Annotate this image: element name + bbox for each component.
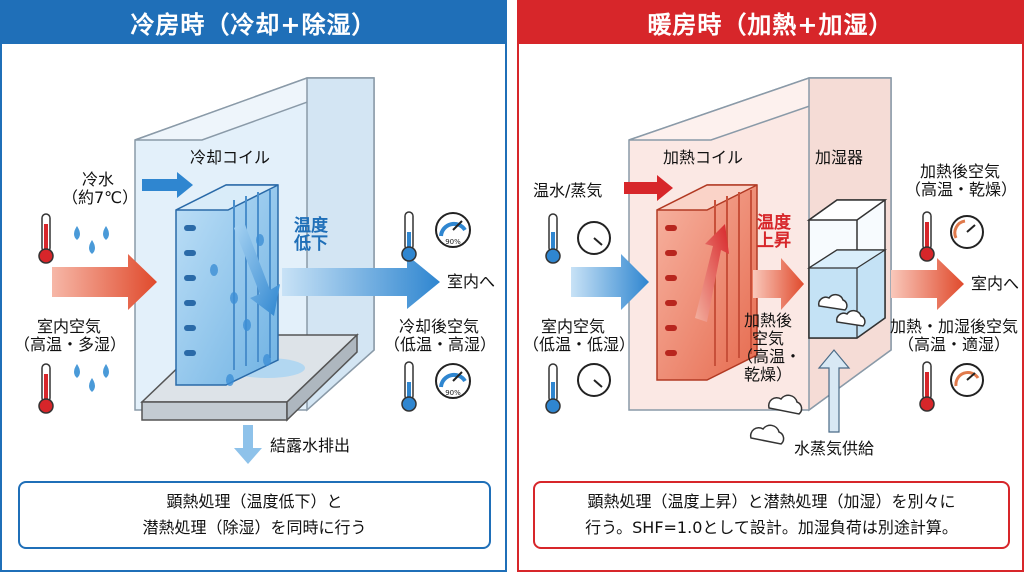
- cold-water-label: 冷水（約7℃）: [62, 170, 139, 207]
- heating-outlet-air-label: 加熱・加湿後空気（高温・適湿）: [889, 317, 1018, 354]
- after-heat-mid-label: 加熱後空気 （高温・乾燥）: [737, 311, 802, 384]
- gauge-value-top: 90%: [445, 238, 461, 246]
- humidity-gauge-icon: 90%: [435, 363, 471, 399]
- cooling-summary-line-2: 潜熱処理（除湿）を同時に行う: [142, 518, 367, 537]
- cooling-panel: 冷房時（冷却+除湿）: [0, 0, 507, 572]
- heating-inlet-arrow: [571, 254, 649, 310]
- thermometer-icon: [919, 361, 935, 412]
- heating-mid-arrow: [753, 258, 804, 310]
- cooling-inlet-arrow: [52, 254, 157, 310]
- cooling-outlet-air-label: 冷却後空気（低温・高湿）: [384, 317, 497, 354]
- heating-panel: 暖房時（加熱+加湿）: [517, 0, 1024, 572]
- cooling-coil: [175, 184, 280, 386]
- gauge-value-bottom: 90%: [445, 389, 461, 397]
- water-drop-icon: [74, 226, 109, 392]
- cooling-diagram: 90% 90%: [38, 77, 471, 464]
- thermometer-icon: [401, 211, 417, 262]
- temp-rise-label: 温度上昇: [757, 213, 791, 251]
- drain-label: 結露水排出: [270, 436, 351, 455]
- humidity-gauge-icon: [950, 363, 984, 397]
- thermometer-icon: [38, 213, 54, 264]
- steam-cloud-icon: [749, 294, 866, 445]
- thermometer-icon: [919, 211, 935, 262]
- cooling-inlet-air-label: 室内空気（高温・多湿）: [14, 317, 127, 354]
- heating-title: 暖房時（加熱+加湿）: [519, 0, 1022, 44]
- cooling-to-room-label: 室内へ: [447, 272, 496, 291]
- humidity-gauge-icon: [577, 363, 611, 397]
- heating-inlet-air-label: 室内空気（低温・低湿）: [523, 317, 636, 354]
- cooling-summary-box: 顕熱処理（温度低下）と 潜熱処理（除湿）を同時に行う: [18, 481, 491, 549]
- thermometer-icon: [401, 361, 417, 412]
- heating-outlet-arrow: [891, 258, 964, 310]
- cooling-summary-line-1: 顕熱処理（温度低下）と: [166, 492, 343, 511]
- cooling-outlet-arrow: [282, 255, 440, 309]
- heating-diagram: [545, 77, 984, 445]
- thermometer-icon: [38, 363, 54, 414]
- heating-summary-box: 顕熱処理（温度上昇）と潜熱処理（加湿）を別々に 行う。SHF=1.0として設計。…: [533, 481, 1010, 549]
- thermometer-icon: [545, 213, 561, 264]
- heating-to-room-label: 室内へ: [971, 274, 1020, 293]
- humidity-gauge-icon: 90%: [435, 212, 471, 248]
- thermometer-icon: [545, 363, 561, 414]
- heating-coil: [656, 184, 758, 381]
- humidifier-label: 加湿器: [815, 148, 864, 167]
- heating-coil-label: 加熱コイル: [663, 148, 744, 167]
- humidity-gauge-icon: [577, 221, 611, 255]
- hot-water-arrow: [624, 175, 673, 201]
- humidity-gauge-icon: [950, 215, 984, 249]
- after-heat-top-label: 加熱後空気（高温・乾燥）: [905, 162, 1018, 199]
- steam-supply-arrow: [817, 349, 851, 433]
- temp-drop-label: 温度低下: [294, 216, 328, 254]
- cooling-coil-label: 冷却コイル: [190, 148, 271, 167]
- cold-water-arrow: [142, 172, 193, 198]
- drain-arrow: [234, 425, 262, 464]
- heating-summary-line-2: 行う。SHF=1.0として設計。加湿負荷は別途計算。: [585, 518, 958, 537]
- hot-water-label: 温水/蒸気: [533, 181, 603, 200]
- steam-supply-label: 水蒸気供給: [794, 439, 875, 458]
- heating-summary-line-1: 顕熱処理（温度上昇）と潜熱処理（加湿）を別々に: [587, 492, 956, 511]
- cooling-title: 冷房時（冷却+除湿）: [2, 0, 505, 44]
